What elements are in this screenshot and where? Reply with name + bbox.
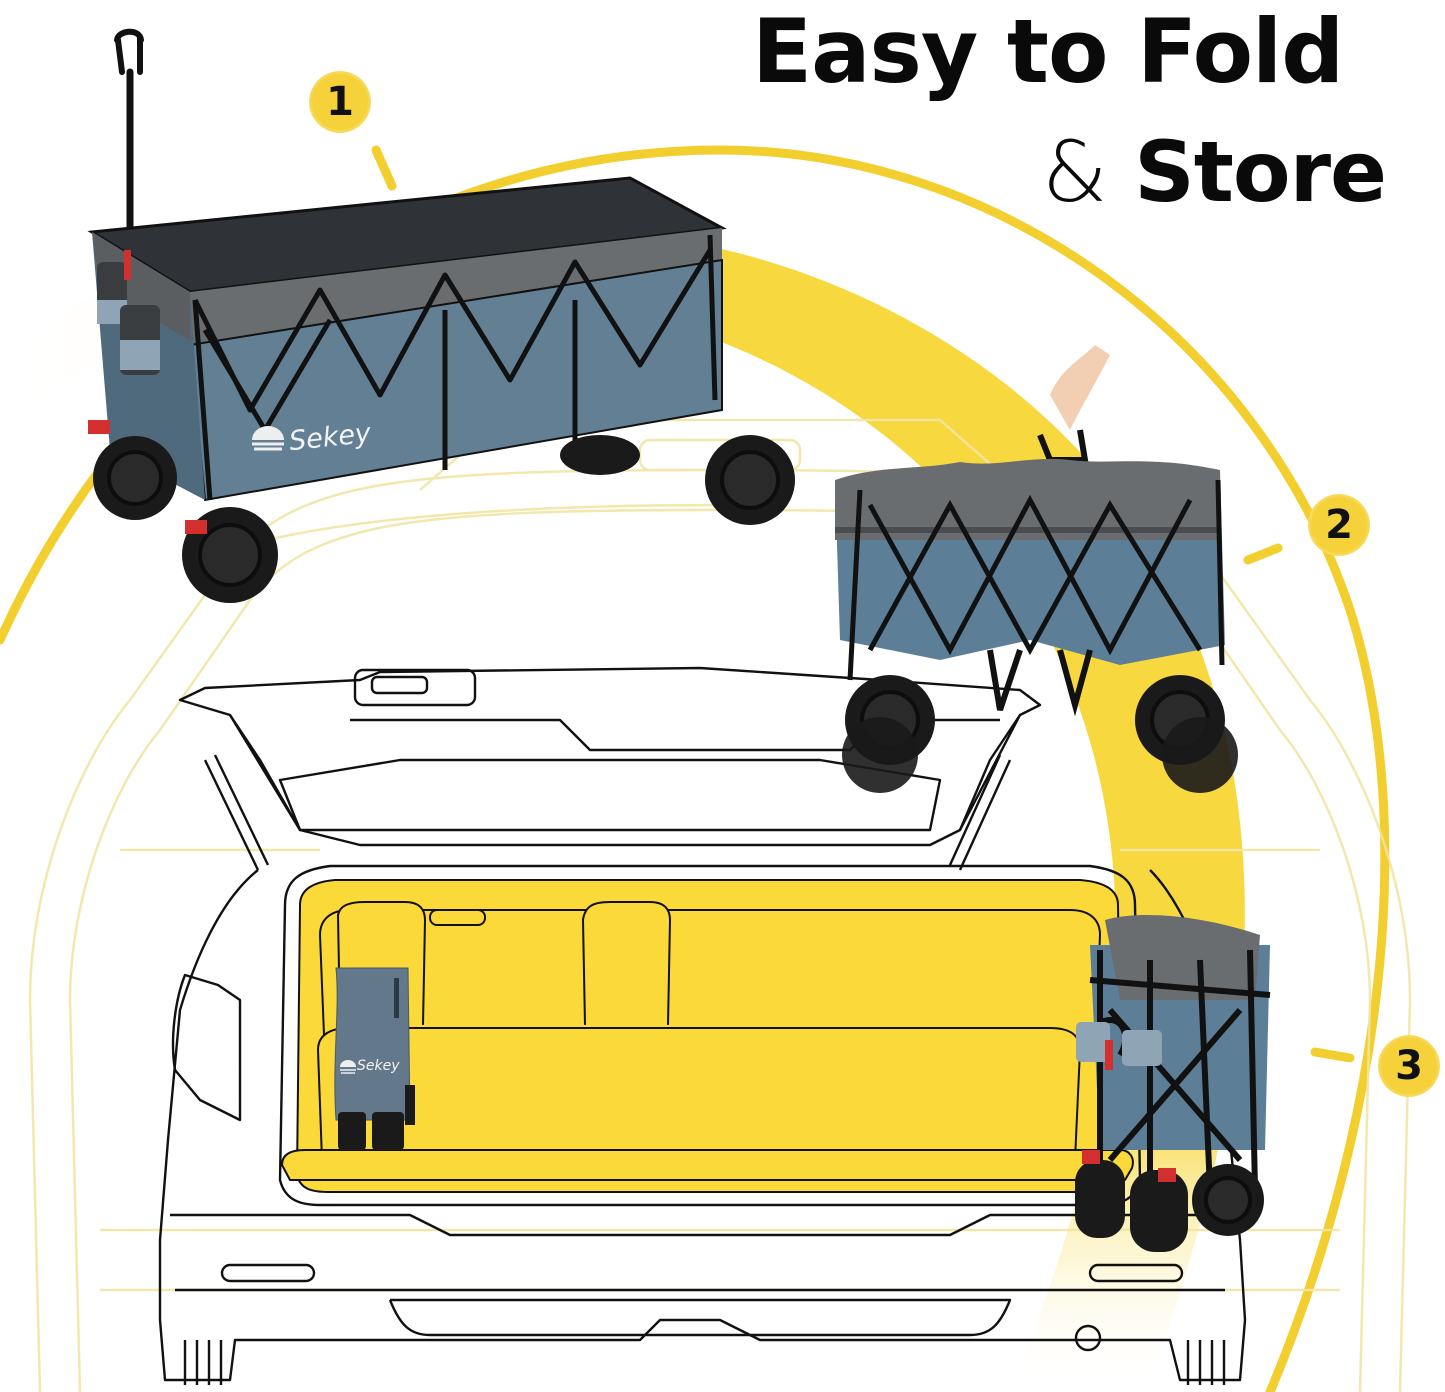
step-badge-3: 3 bbox=[1378, 1035, 1440, 1097]
headline-ampersand: & bbox=[1042, 123, 1108, 221]
hand bbox=[1050, 345, 1110, 430]
trunk-interior bbox=[281, 879, 1134, 1193]
brand-logo-trunk-bag: Sekey bbox=[357, 1058, 400, 1074]
sekey-logo-icon bbox=[252, 426, 284, 451]
headline-line2: & Store bbox=[1042, 122, 1387, 222]
tick-2 bbox=[1243, 543, 1283, 565]
sekey-logo-small-icon bbox=[340, 1060, 356, 1074]
headline-store: Store bbox=[1134, 123, 1387, 221]
tick-1 bbox=[371, 145, 397, 191]
step-badge-2: 2 bbox=[1308, 494, 1370, 556]
step-badge-1: 1 bbox=[309, 71, 371, 133]
tick-3 bbox=[1310, 1047, 1355, 1063]
headline-line1: Easy to Fold bbox=[752, 0, 1344, 103]
